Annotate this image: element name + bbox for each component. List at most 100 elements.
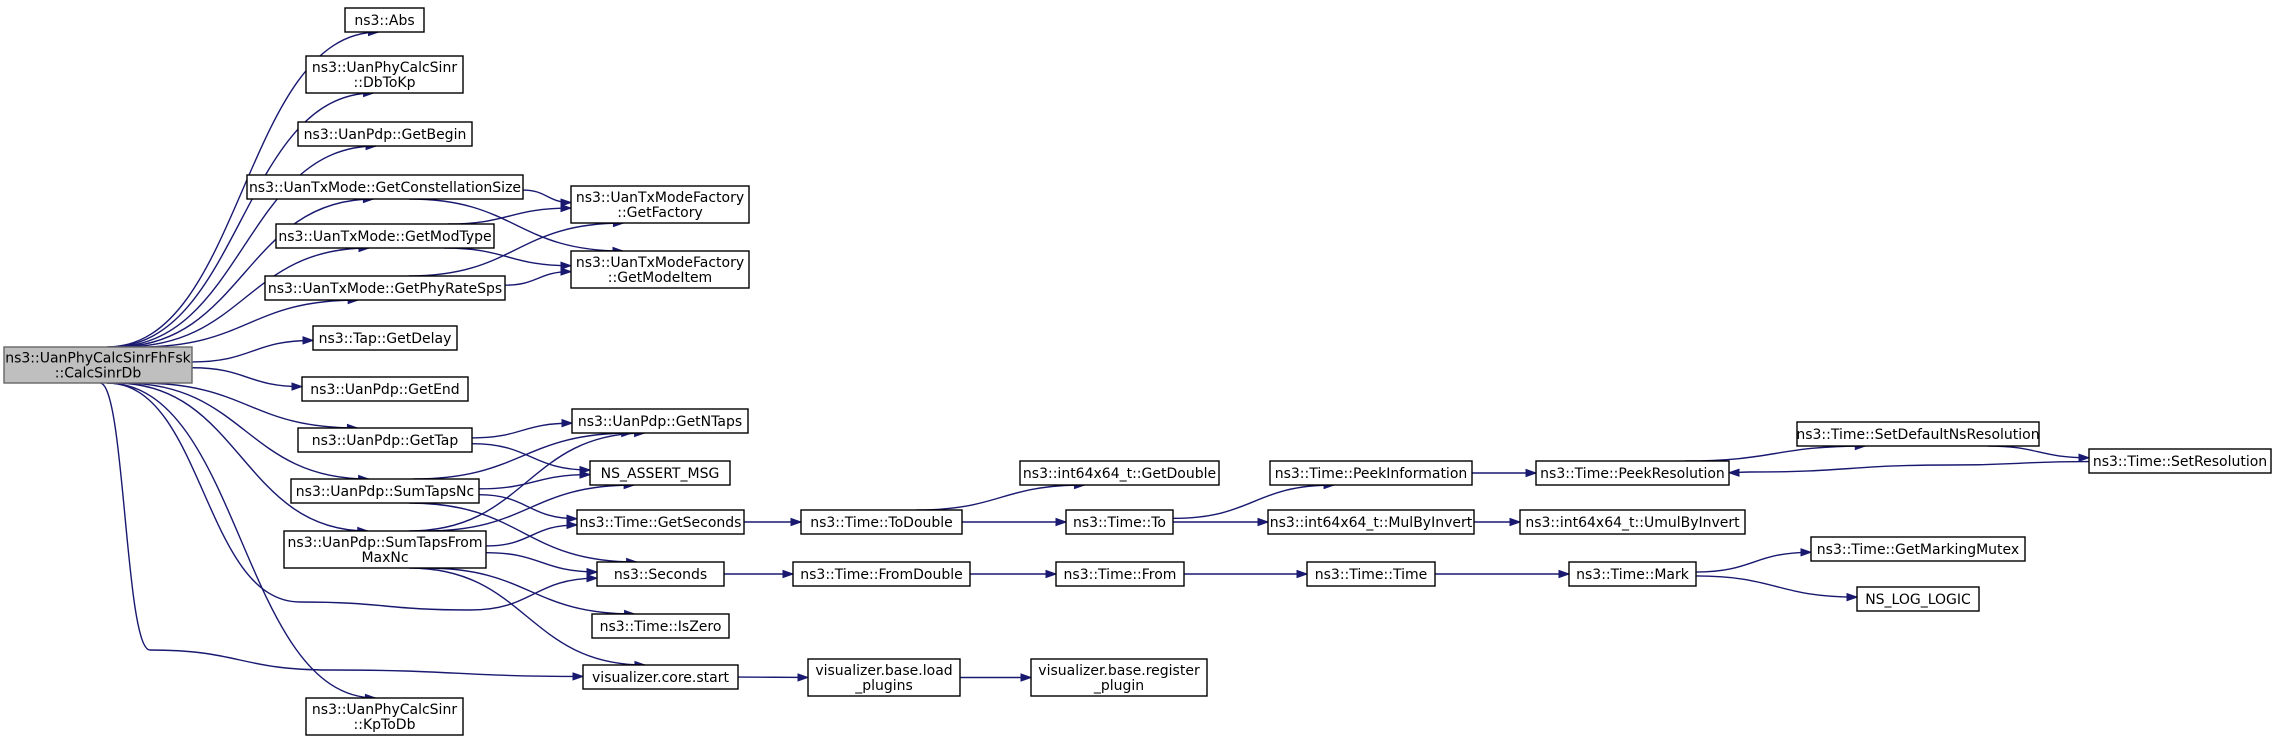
node-ns3-time-setresolution[interactable]: ns3::Time::SetResolution xyxy=(2088,448,2272,474)
node-box xyxy=(1519,509,1746,535)
edge-line xyxy=(1695,551,1812,573)
node-ns3-uantxmode-getphyratesps[interactable]: ns3::UanTxMode::GetPhyRateSps xyxy=(264,275,506,301)
edge-mulbyinvert-to-umulbyinvert xyxy=(1474,517,1522,527)
node-ns3-int64x64-t-umulbyinvert[interactable]: ns3::int64x64_t::UmulByInvert xyxy=(1519,509,1746,535)
node-label: ns3::Tap::GetDelay xyxy=(319,331,452,347)
edge-getconst-to-getfactory xyxy=(522,189,573,207)
node-label: ns3::int64x64_t::MulByInvert xyxy=(1270,515,1473,531)
edge-line xyxy=(191,339,314,363)
arrowhead xyxy=(560,198,573,207)
node-label: ns3::Time::PeekInformation xyxy=(1275,466,1468,482)
arrowhead xyxy=(1296,569,1309,579)
edge-setres-to-peekres xyxy=(1727,460,2090,477)
node-ns3-time-todouble[interactable]: ns3::Time::ToDouble xyxy=(800,509,963,535)
node-label: _plugin xyxy=(1093,678,1144,694)
node-ns3-uanpdp-gettap[interactable]: ns3::UanPdp::GetTap xyxy=(297,427,473,453)
node-label: NS_LOG_LOGIC xyxy=(1865,592,1971,608)
call-nodes: ns3::UanPhyCalcSinrFhFsk::CalcSinrDbns3:… xyxy=(3,7,2272,736)
node-ns3-uantxmodefactory-getmodeitem[interactable]: ns3::UanTxModeFactory::GetModeItem xyxy=(570,250,750,289)
node-ns3-uantxmode-getmodtype[interactable]: ns3::UanTxMode::GetModType xyxy=(275,223,495,249)
node-visualizer-base-load-plugins[interactable]: visualizer.base.load_plugins xyxy=(807,658,961,697)
node-ns-assert-msg[interactable]: NS_ASSERT_MSG xyxy=(589,460,731,486)
node-ns3-time-iszero[interactable]: ns3::Time::IsZero xyxy=(591,613,730,639)
node-ns3-uanphycalcsinr-kptodb[interactable]: ns3::UanPhyCalcSinr::KpToDb xyxy=(305,697,464,736)
node-ns3-time-peekresolution[interactable]: ns3::Time::PeekResolution xyxy=(1535,460,1730,486)
node-ns3-abs[interactable]: ns3::Abs xyxy=(344,7,425,33)
node-ns3-int64x64-t-mulbyinvert[interactable]: ns3::int64x64_t::MulByInvert xyxy=(1267,509,1475,535)
node-ns3-uanpdp-sumtapsnc[interactable]: ns3::UanPdp::SumTapsNc xyxy=(290,478,480,504)
node-label: ns3::UanPdp::GetBegin xyxy=(304,127,467,143)
node-box xyxy=(792,561,971,587)
node-ns3-time-setdefaultnsresolution[interactable]: ns3::Time::SetDefaultNsResolution xyxy=(1796,421,2040,447)
arrowhead xyxy=(560,203,573,213)
edge-mark-to-getmarkingmutex xyxy=(1695,548,1813,573)
node-ns3-uanphycalcsinrfhfsk-calcsinrdb[interactable]: ns3::UanPhyCalcSinrFhFsk::CalcSinrDb xyxy=(3,346,193,384)
node-ns3-uanphycalcsinr-dbtokp[interactable]: ns3::UanPhyCalcSinr::DbToKp xyxy=(305,55,464,94)
node-ns3-uanpdp-getend[interactable]: ns3::UanPdp::GetEnd xyxy=(301,376,469,402)
node-ns3-seconds[interactable]: ns3::Seconds xyxy=(596,561,725,587)
edge-calc-to-sumtapsfrom xyxy=(114,382,370,536)
arrowhead xyxy=(291,382,304,391)
node-ns3-uantxmodefactory-getfactory[interactable]: ns3::UanTxModeFactory::GetFactory xyxy=(570,185,750,224)
node-label: visualizer.base.register xyxy=(1038,663,1200,679)
node-label: ns3::UanTxMode::GetModType xyxy=(278,229,491,245)
node-label: visualizer.base.load xyxy=(815,663,952,679)
arrowhead xyxy=(1846,592,1859,602)
node-ns-log-logic[interactable]: NS_LOG_LOGIC xyxy=(1856,586,1980,612)
node-box xyxy=(1796,421,2040,447)
node-label: ::KpToDb xyxy=(354,717,416,733)
node-label: ns3::UanPdp::GetEnd xyxy=(310,382,459,398)
node-box xyxy=(1535,460,1730,486)
node-ns3-uanpdp-getbegin[interactable]: ns3::UanPdp::GetBegin xyxy=(297,121,473,147)
node-label: ns3::UanTxMode::GetPhyRateSps xyxy=(268,281,502,297)
node-label: ns3::UanPdp::GetTap xyxy=(312,433,459,449)
arrowhead xyxy=(2078,453,2091,462)
node-box xyxy=(582,664,739,690)
node-ns3-time-from[interactable]: ns3::Time::From xyxy=(1055,561,1185,587)
edge-line xyxy=(1728,460,2090,474)
arrowhead xyxy=(586,573,599,583)
node-ns3-uantxmode-getconstellationsize[interactable]: ns3::UanTxMode::GetConstellationSize xyxy=(246,174,524,200)
edge-line xyxy=(106,382,376,699)
node-label: ns3::UanTxMode::GetConstellationSize xyxy=(249,180,521,196)
node-box xyxy=(1306,561,1436,587)
node-box xyxy=(305,55,464,94)
edge-line xyxy=(408,567,645,666)
node-label: ns3::UanPdp::GetNTaps xyxy=(578,414,742,430)
edge-line xyxy=(408,198,624,252)
node-ns3-time-getseconds[interactable]: ns3::Time::GetSeconds xyxy=(576,509,745,535)
node-box xyxy=(1856,586,1980,612)
edge-line xyxy=(471,442,591,471)
arrowhead xyxy=(302,336,315,345)
arrowhead xyxy=(790,517,803,527)
node-visualizer-core-start[interactable]: visualizer.core.start xyxy=(582,664,739,690)
node-ns3-time-fromdouble[interactable]: ns3::Time::FromDouble xyxy=(792,561,971,587)
edge-line xyxy=(106,31,379,348)
node-box xyxy=(1810,536,2026,562)
node-ns3-tap-getdelay[interactable]: ns3::Tap::GetDelay xyxy=(312,325,458,351)
node-label: ns3::int64x64_t::UmulByInvert xyxy=(1525,515,1740,531)
node-ns3-int64x64-t-getdouble[interactable]: ns3::int64x64_t::GetDouble xyxy=(1019,460,1220,486)
edge-vcstart-to-loadplugins xyxy=(737,673,810,682)
node-box xyxy=(1267,509,1475,535)
node-label: ns3::Time::IsZero xyxy=(600,619,722,635)
node-ns3-time-time[interactable]: ns3::Time::Time xyxy=(1306,561,1436,587)
edge-calc-to-seconds xyxy=(107,382,599,611)
node-ns3-time-mark[interactable]: ns3::Time::Mark xyxy=(1568,561,1697,587)
node-ns3-time-getmarkingmutex[interactable]: ns3::Time::GetMarkingMutex xyxy=(1810,536,2026,562)
node-visualizer-base-register-plugin[interactable]: visualizer.base.register_plugin xyxy=(1030,658,1208,697)
node-box xyxy=(576,509,745,535)
node-ns3-uanpdp-getntaps[interactable]: ns3::UanPdp::GetNTaps xyxy=(571,408,749,434)
node-box xyxy=(1269,460,1473,486)
edge-mark-to-nsloglogic xyxy=(1695,575,1859,602)
node-ns3-time-to[interactable]: ns3::Time::To xyxy=(1065,509,1174,535)
node-label: ns3::Time::Mark xyxy=(1576,567,1690,583)
arrowhead xyxy=(560,261,573,270)
node-ns3-time-peekinformation[interactable]: ns3::Time::PeekInformation xyxy=(1269,460,1473,486)
edge-getmodtype-to-getmodeitem xyxy=(444,247,573,270)
edge-line xyxy=(111,145,377,348)
node-box xyxy=(283,530,487,569)
edge-line xyxy=(485,551,598,573)
edge-loadplugins-to-registerplugin xyxy=(959,673,1033,682)
